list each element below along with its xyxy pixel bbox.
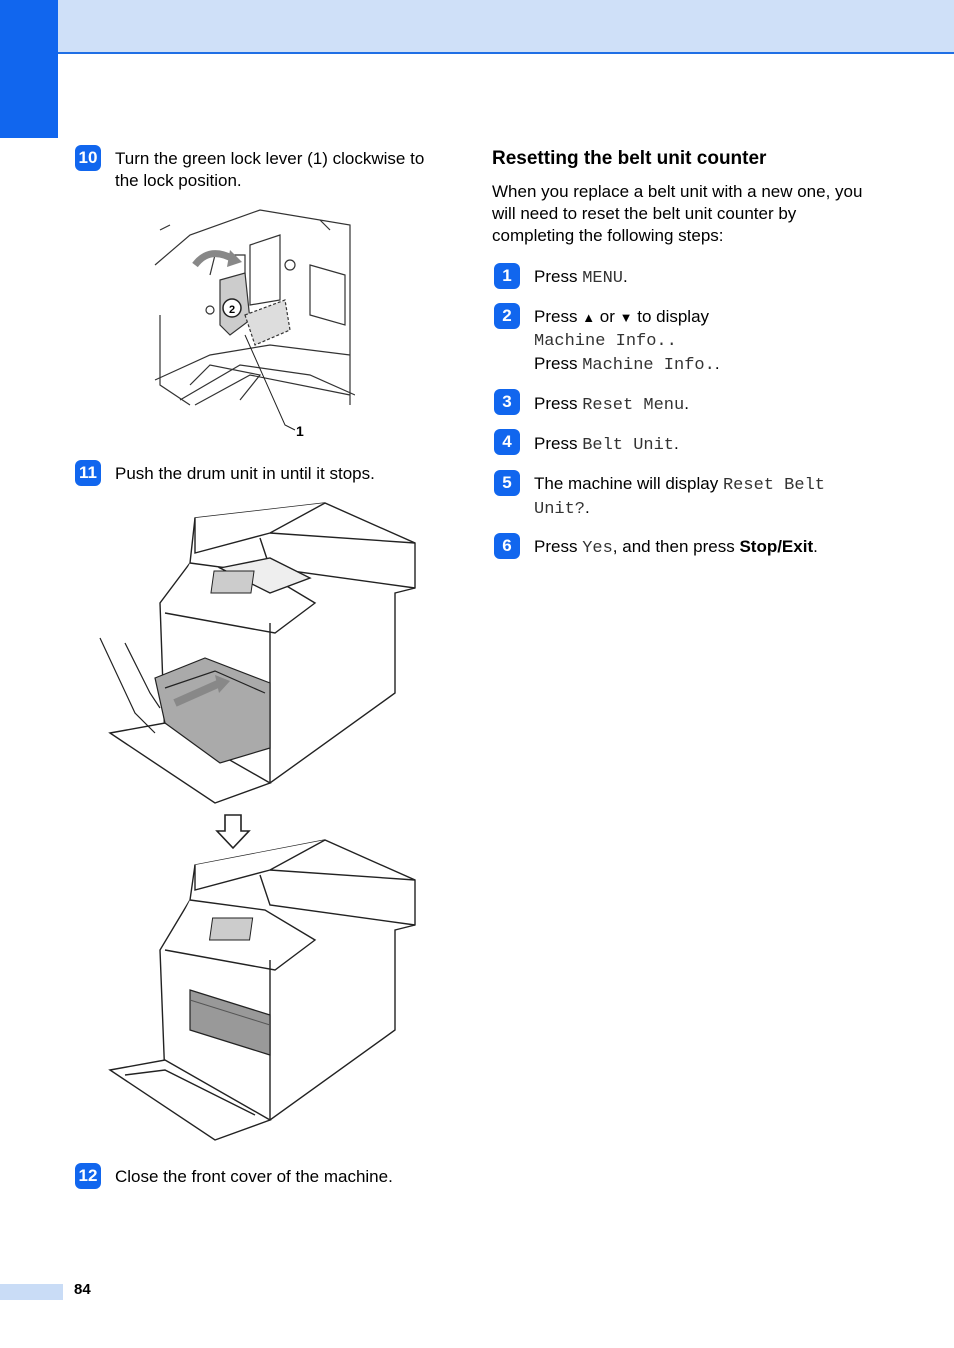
push-arrow-icon [173, 679, 222, 707]
up-arrow-icon: ▲ [582, 310, 596, 325]
step-2-mid: or [595, 307, 620, 326]
step-6-post: . [813, 537, 818, 556]
step-2-post: to display [632, 307, 710, 326]
lock-lever-illustration: 2 1 [154, 209, 355, 439]
step-12-text: Close the front cover of the machine. [115, 1167, 393, 1186]
step-2-code: Machine Info.. [534, 332, 677, 351]
step-badge-5: 5 [494, 470, 520, 496]
callout-label: 1 [296, 423, 304, 439]
step-4-text: Press Belt Unit. [534, 433, 874, 457]
step-badge-1: 1 [494, 263, 520, 289]
step-6-code: Yes [582, 539, 613, 558]
section-title: Resetting the belt unit counter [492, 148, 767, 169]
step-4-post: . [674, 434, 679, 453]
step-3-code: Reset Menu [582, 396, 685, 415]
step-badge-4: 4 [494, 429, 520, 455]
step-5-text: The machine will display Reset Belt Unit… [534, 473, 874, 521]
chapter-tab [0, 0, 58, 138]
step-badge-3: 3 [494, 389, 520, 415]
step-badge-12: 12 [75, 1163, 101, 1189]
step-badge-11: 11 [75, 460, 101, 486]
step-2-line2-pre: Press [534, 354, 583, 373]
step-badge-10: 10 [75, 145, 101, 171]
page-number: 84 [74, 1281, 91, 1298]
step-badge-2: 2 [494, 303, 520, 329]
down-arrow-glyph-icon: ▼ [619, 310, 633, 325]
step-badge-6: 6 [494, 533, 520, 559]
machine-drum-inserted-illustration [108, 839, 416, 1141]
step-5-pre: The machine will display [534, 474, 723, 493]
lever-marker-icon [222, 298, 242, 318]
step-6-text: Press Yes, and then press Stop/Exit. [534, 536, 894, 560]
step-4-pre: Press [534, 434, 583, 453]
step-2-text: Press ▲ or ▼ to display Machine Info.. P… [534, 306, 874, 377]
footer-strip [0, 1284, 63, 1300]
step-3-text: Press Reset Menu. [534, 393, 874, 417]
lever-marker-label: 2 [229, 304, 235, 316]
step-5-post: . [585, 498, 590, 517]
step-1-post: . [623, 267, 628, 286]
step-3-pre: Press [534, 394, 583, 413]
step-6-pre: Press [534, 537, 583, 556]
header-band [0, 0, 954, 54]
down-arrow-icon [215, 814, 251, 850]
step-4-code: Belt Unit [582, 436, 675, 455]
step-3-post: . [684, 394, 689, 413]
step-10-text: Turn the green lock lever (1) clockwise … [115, 149, 425, 190]
step-5-code: Reset Belt [722, 476, 825, 495]
step-5-code2: Unit? [534, 500, 586, 519]
step-1-code: MENU [582, 269, 623, 288]
step-11-text: Push the drum unit in until it stops. [115, 464, 375, 483]
step-2-line2-code: Machine Info. [582, 356, 715, 375]
step-6-mid: , and then press [612, 537, 740, 556]
step-1-pre: Press [534, 267, 583, 286]
section-intro: When you replace a belt unit with a new … [492, 182, 863, 245]
stop-exit-key-label: Stop/Exit [739, 537, 814, 556]
step-2-pre: Press [534, 307, 583, 326]
step-1-text: Press MENU. [534, 266, 874, 290]
step-2-line2-post: . [714, 354, 720, 373]
machine-push-drum-illustration [99, 502, 416, 804]
